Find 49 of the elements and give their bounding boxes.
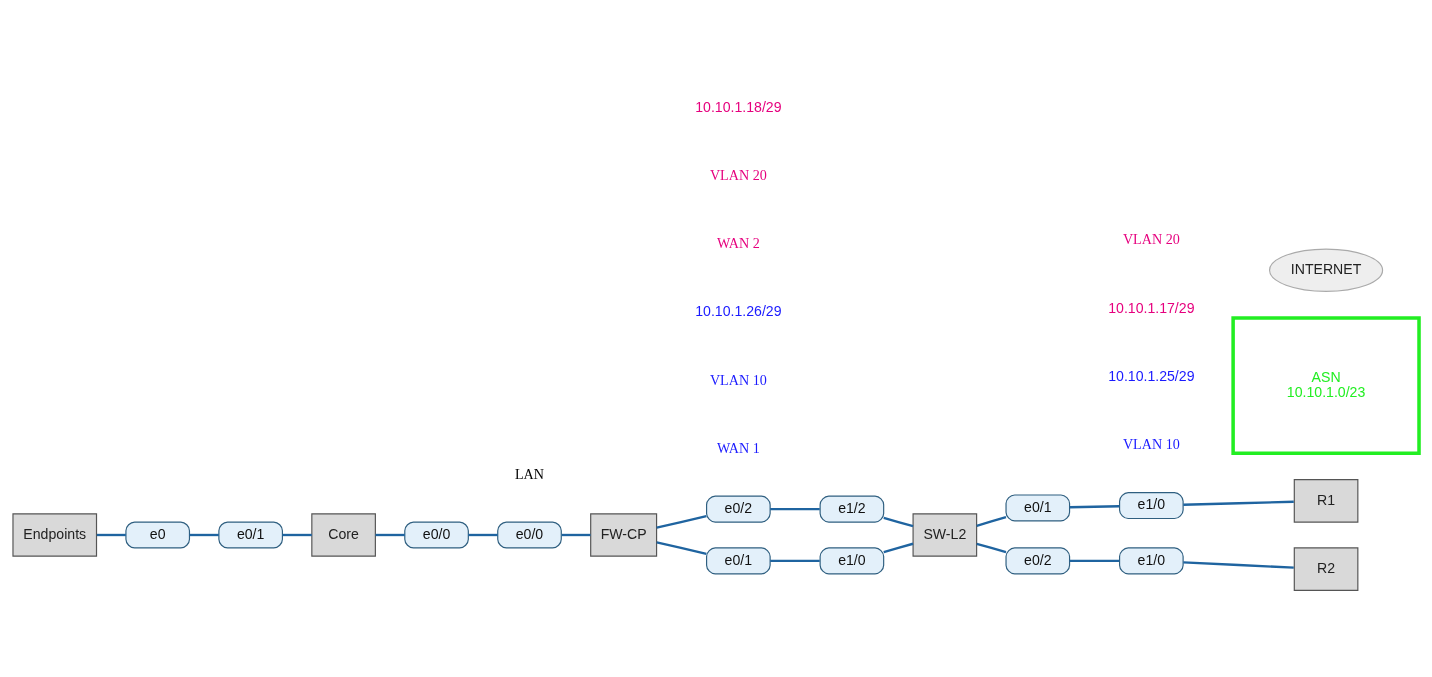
node-box: e1/0	[819, 547, 885, 575]
node-box: e0/1	[706, 547, 771, 575]
connector	[561, 533, 591, 537]
node-box: R2	[1293, 547, 1359, 591]
node-box: e0/2	[706, 495, 771, 523]
label: 10.10.1.17/29	[1108, 299, 1195, 316]
label: VLAN 10	[709, 371, 767, 388]
connector	[883, 516, 914, 528]
node-box: e0/0	[404, 521, 469, 549]
connector	[1183, 561, 1294, 569]
node-box: e0	[125, 521, 191, 549]
connector	[282, 533, 312, 537]
label: VLAN 20	[709, 166, 767, 183]
connector	[1069, 559, 1120, 563]
label: WAN 2	[717, 235, 760, 252]
connector	[770, 507, 820, 511]
connector	[96, 533, 126, 537]
connector	[656, 515, 707, 529]
label: 10.10.1.18/29	[695, 98, 782, 115]
node-box: e0/0	[497, 521, 562, 549]
connector	[468, 533, 498, 537]
connector	[375, 533, 405, 537]
node-box: SW-L2	[912, 513, 978, 557]
node-box: e1/0	[1119, 492, 1184, 520]
connector	[189, 533, 219, 537]
connector	[770, 559, 820, 563]
label: LAN	[515, 465, 545, 482]
node-ellipse: INTERNET	[1268, 248, 1384, 293]
connector	[883, 542, 914, 554]
label: 10.10.1.26/29	[695, 303, 782, 320]
node-box: e0/2	[1005, 547, 1071, 575]
label: VLAN 10	[1122, 436, 1180, 453]
label: WAN 1	[717, 439, 760, 456]
node-box: e1/0	[1119, 547, 1184, 575]
connector	[1069, 505, 1120, 509]
node-box: e0/1	[1005, 494, 1071, 522]
connector	[1183, 500, 1294, 506]
connector	[976, 542, 1007, 554]
connector	[656, 541, 707, 555]
node-box: Core	[311, 513, 376, 557]
node-box: e0/1	[218, 521, 283, 549]
node-box: ASN 10.10.1.0/23	[1231, 316, 1421, 455]
node-box: Endpoints	[12, 513, 98, 557]
node-box: FW-CP	[590, 513, 658, 557]
node-box: e1/2	[819, 495, 885, 523]
connector	[976, 515, 1007, 527]
label: 10.10.1.25/29	[1108, 367, 1195, 384]
node-box: R1	[1293, 479, 1359, 523]
label: VLAN 20	[1122, 231, 1180, 248]
